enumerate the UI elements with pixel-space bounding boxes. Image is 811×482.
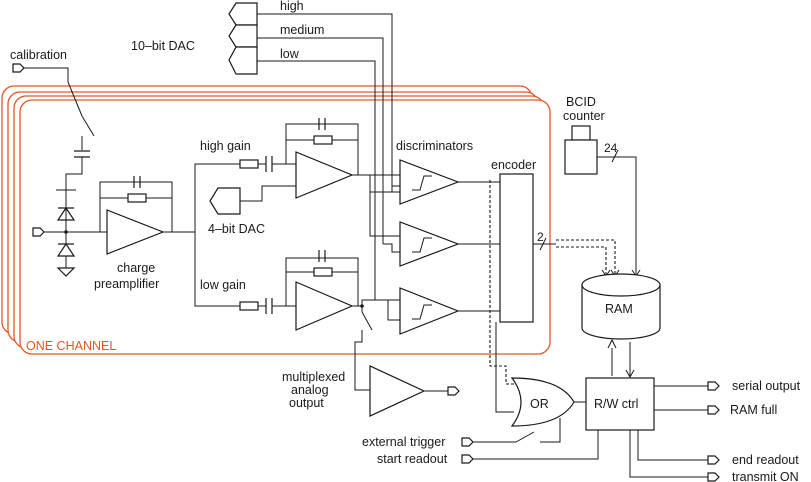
mux-label-line3: output [289, 396, 324, 410]
detector-input-port[interactable] [32, 227, 45, 237]
low-gain-feedback-capacitor [318, 250, 326, 262]
calibration-label: calibration [10, 48, 67, 62]
start-readout-port[interactable] [461, 454, 474, 464]
end-readout-port[interactable] [707, 455, 720, 465]
ground-symbol [56, 267, 76, 277]
analog-output-port[interactable] [447, 386, 460, 396]
external-trigger-port[interactable] [461, 437, 474, 447]
rw-ctrl-block [585, 377, 655, 431]
threshold-low-line [257, 60, 376, 300]
or-gate-label: OR [530, 397, 549, 411]
serial-output-label: serial output [732, 379, 801, 393]
discriminator-low [399, 287, 460, 335]
ram-full-label: RAM full [730, 403, 777, 417]
mux-switch [361, 311, 373, 331]
mux-label-line1: multiplexed [282, 370, 345, 384]
ram-block [581, 273, 661, 340]
low-gain-input-resistor [239, 301, 259, 311]
low-gain-label: low gain [200, 278, 246, 292]
threshold-medium-label: medium [280, 23, 324, 37]
rw-ctrl-label: R/W ctrl [594, 397, 638, 411]
high-gain-feedback-capacitor [318, 118, 326, 130]
dac-4bit [209, 187, 241, 215]
bcid-bus-width: 24 [604, 141, 618, 155]
ram-full-port[interactable] [707, 405, 720, 415]
start-readout-label: start readout [377, 452, 448, 466]
trigger-switch [515, 431, 535, 443]
encoder-label: encoder [491, 158, 536, 172]
discriminators-label: discriminators [396, 139, 473, 153]
high-gain-input-resistor [239, 159, 259, 169]
calibration-input-port[interactable] [12, 63, 25, 73]
preamp-feedback-resistor [127, 193, 147, 203]
calibration-switch [81, 115, 95, 137]
threshold-high-line [257, 13, 393, 192]
low-gain-shaper [295, 281, 354, 331]
threshold-high-label: high [280, 0, 304, 13]
external-trigger-label: external trigger [362, 435, 445, 449]
or-gate [510, 377, 575, 427]
serial-output-port[interactable] [707, 381, 720, 391]
transmit-on-label: transmit ON [732, 470, 799, 482]
end-readout-label: end readout [732, 453, 799, 467]
transmit-on-port[interactable] [707, 472, 720, 482]
discriminator-high [399, 159, 460, 205]
high-gain-feedback-resistor [313, 135, 333, 145]
threshold-low-label: low [280, 47, 300, 61]
encoder-block [499, 173, 534, 323]
channel-outline [19, 99, 551, 355]
mux-label-line2: analog [291, 383, 329, 397]
dac-10bit [228, 2, 258, 75]
preamp-label-line1: charge [117, 261, 155, 275]
bcid-counter-top [571, 125, 591, 141]
dac-10bit-label: 10–bit DAC [131, 39, 195, 53]
encoder-bus-width: 2 [537, 230, 544, 244]
ram-label: RAM [605, 302, 633, 316]
preamp-label-line2: preamplifier [94, 277, 159, 291]
bcid-bus-tick [611, 149, 619, 163]
bcid-counter-box [564, 139, 598, 175]
bcid-label-line1: BCID [566, 95, 596, 109]
analog-output-buffer [369, 365, 426, 417]
dac-4bit-label: 4–bit DAC [208, 222, 265, 236]
discriminator-medium [399, 221, 460, 267]
encoder-bus-tick [539, 237, 547, 251]
one-channel-label: ONE CHANNEL [26, 339, 116, 353]
low-gain-feedback-resistor [313, 267, 333, 277]
bcid-label-line2: counter [563, 109, 605, 123]
high-gain-shaper [295, 151, 354, 199]
high-gain-label: high gain [200, 139, 251, 153]
